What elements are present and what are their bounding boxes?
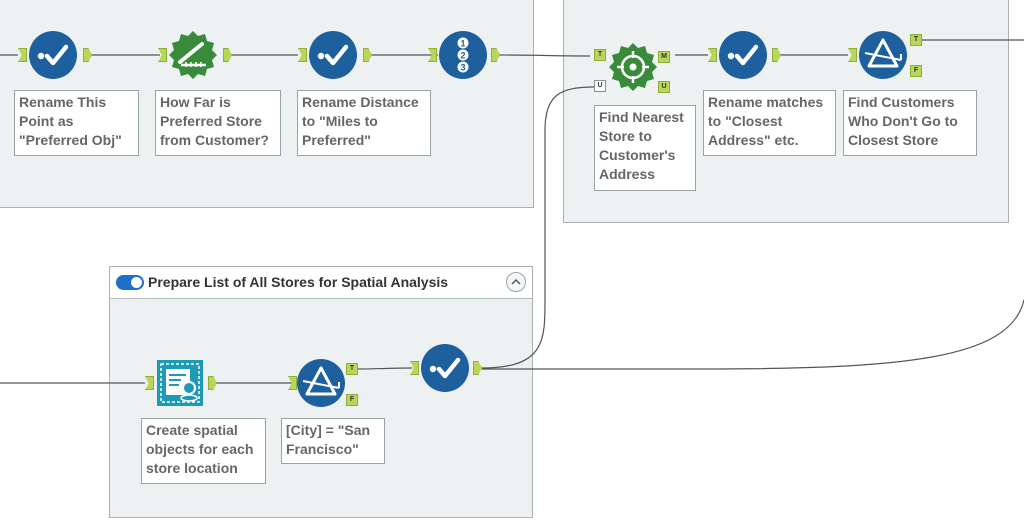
chevron-up-icon [511,278,521,285]
tool-annotation: How Far is Preferred Store from Customer… [155,90,281,156]
universe-input-anchor[interactable]: U [594,80,606,92]
false-output-anchor[interactable]: F [346,394,358,406]
container-header[interactable]: Prepare List of All Stores for Spatial A… [110,267,532,299]
output-anchor[interactable] [491,48,500,62]
create-points-tool[interactable] [155,358,205,408]
filter-triangle-icon [859,31,907,79]
select-tool-rename-matches[interactable] [718,30,768,80]
tool-annotation: Rename matches to "Closest Address" etc. [703,90,836,156]
true-output-anchor[interactable]: T [910,34,922,46]
select-checkmark-icon [421,344,469,392]
output-anchor[interactable] [363,48,372,62]
unmatched-output-anchor[interactable]: U [658,81,670,93]
tool-annotation: Find Nearest Store to Customer's Address [594,105,696,191]
filter-tool-city[interactable] [296,358,346,408]
create-points-icon [157,360,203,406]
output-anchor[interactable] [772,48,781,62]
tool-annotation: Rename Distance to "Miles to Preferred" [297,90,431,156]
select-checkmark-icon [719,31,767,79]
union-tool[interactable]: 1 2 3 [438,30,488,80]
output-anchor[interactable] [208,376,217,390]
distance-ruler-icon [169,31,217,79]
container-title: Prepare List of All Stores for Spatial A… [148,274,449,290]
target-input-anchor[interactable]: T [594,49,606,61]
output-anchor[interactable] [473,361,482,375]
distance-tool[interactable] [168,30,218,80]
select-tool-rename-distance[interactable] [308,30,358,80]
tool-annotation: [City] = "San Francisco" [281,418,385,464]
tool-annotation: Create spatial objects for each store lo… [141,418,266,484]
tool-annotation: Find Customers Who Don't Go to Closest S… [843,90,977,156]
output-anchor[interactable] [223,48,232,62]
false-output-anchor[interactable]: F [910,65,922,77]
matches-output-anchor[interactable]: M [658,51,670,63]
svg-text:3: 3 [460,63,465,73]
select-tool-rename-point[interactable] [28,30,78,80]
collapse-button[interactable] [506,272,526,292]
find-nearest-target-icon [609,43,657,91]
union-numbered-icon: 1 2 3 [439,31,487,79]
output-anchor[interactable] [83,48,92,62]
filter-triangle-icon [297,359,345,407]
select-checkmark-icon [309,31,357,79]
true-output-anchor[interactable]: T [346,363,358,375]
select-checkmark-icon [29,31,77,79]
container-enable-toggle[interactable] [116,275,144,290]
select-tool-stores[interactable] [420,343,470,393]
svg-text:2: 2 [460,51,465,61]
find-nearest-tool[interactable] [608,42,658,92]
tool-annotation: Rename This Point as "Preferred Obj" [14,90,139,156]
svg-text:1: 1 [460,39,465,49]
filter-tool-customers[interactable] [858,30,908,80]
